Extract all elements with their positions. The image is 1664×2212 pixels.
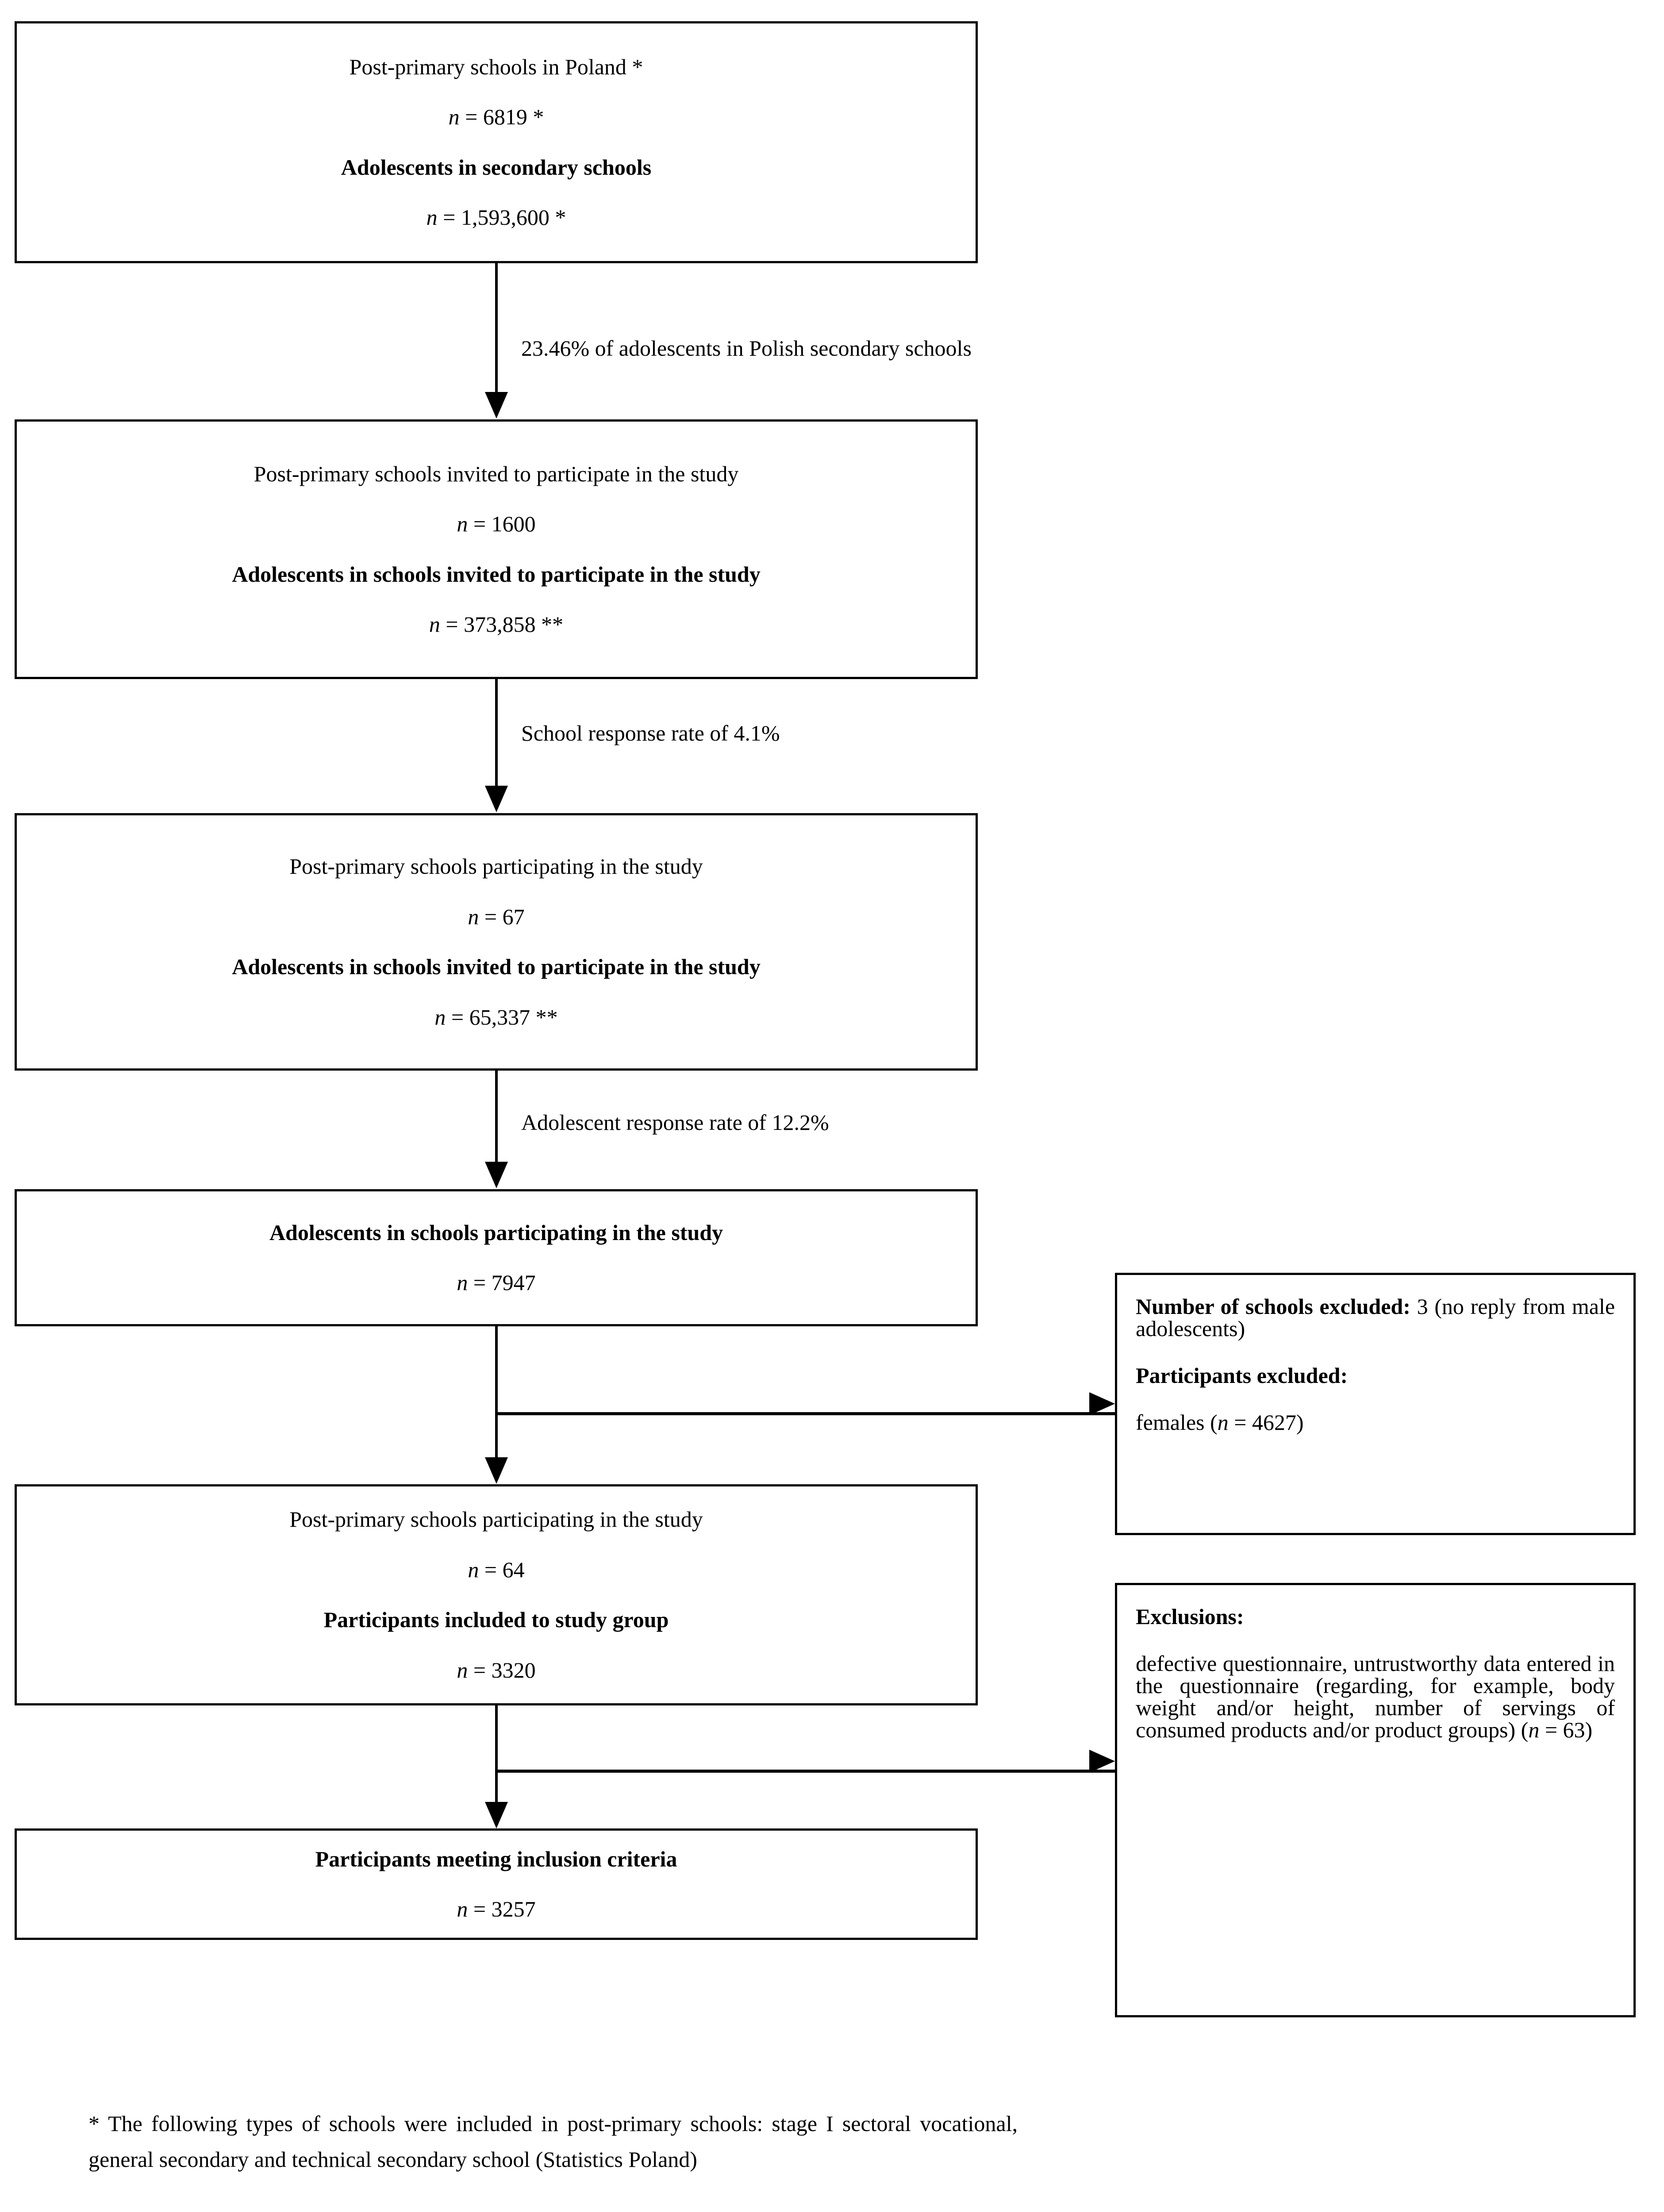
arrow-label-2: School response rate of 4.1% <box>521 721 780 745</box>
flow-box-participants-included: Post-primary schools participating in th… <box>15 1484 978 1705</box>
figure-footnotes: * The following types of schools were in… <box>88 2106 1018 2212</box>
arrowhead-2 <box>485 786 508 812</box>
box1-line-3: Adolescents in secondary schools <box>341 154 652 180</box>
box6-line-2: n = 3257 <box>457 1897 536 1921</box>
flow-box-post-primary-schools-poland: Post-primary schools in Poland * n = 681… <box>15 21 978 263</box>
box5-line-1: Post-primary schools participating in th… <box>289 1507 703 1532</box>
connector-line-4 <box>495 1326 498 1459</box>
box1-line-1: Post-primary schools in Poland * <box>349 54 643 79</box>
box2-line-4: n = 373,858 ** <box>429 612 564 637</box>
box3-line-4: n = 65,337 ** <box>434 1004 558 1029</box>
connector-line-5 <box>495 1705 498 1804</box>
footnote-2: ** calculation based on Statistics Polan… <box>88 2210 1018 2212</box>
side1-paragraph-2: Participants excluded: <box>1136 1363 1348 1388</box>
arrowhead-3 <box>485 1162 508 1188</box>
flow-box-schools-participating: Post-primary schools participating in th… <box>15 813 978 1071</box>
flow-box-adolescents-participating: Adolescents in schools participating in … <box>15 1189 978 1326</box>
box3-line-3: Adolescents in schools invited to partic… <box>232 954 761 979</box>
box1-line-2: n = 6819 * <box>448 104 544 129</box>
box2-line-3: Adolescents in schools invited to partic… <box>232 561 761 587</box>
branch-arrowhead-1 <box>1089 1392 1115 1415</box>
box4-line-1: Adolescents in schools participating in … <box>269 1220 723 1245</box>
box3-line-2: n = 67 <box>468 904 525 929</box>
arrowhead-1 <box>485 392 508 419</box>
box5-line-3: Participants included to study group <box>323 1607 669 1632</box>
box4-line-2: n = 7947 <box>457 1270 536 1295</box>
flow-box-participants-meeting-criteria: Participants meeting inclusion criteria … <box>15 1828 978 1940</box>
connector-line-3 <box>495 1071 498 1164</box>
branch-line-1 <box>495 1412 1117 1415</box>
box1-line-4: n = 1,593,600 * <box>426 205 566 230</box>
arrow-label-3: Adolescent response rate of 12.2% <box>521 1110 829 1135</box>
side1-paragraph-3: females (n = 4627) <box>1136 1410 1304 1435</box>
box3-line-1: Post-primary schools participating in th… <box>289 854 703 879</box>
arrow-label-1: 23.46% of adolescents in Polish secondar… <box>521 336 972 361</box>
exclusion-box-questionnaire: Exclusions: defective questionnaire, unt… <box>1115 1583 1636 2017</box>
box5-line-2: n = 64 <box>468 1557 525 1582</box>
side2-paragraph-2: defective questionnaire, untrustworthy d… <box>1136 1651 1615 1742</box>
side1-paragraph-1: Number of schools excluded: 3 (no reply … <box>1136 1294 1615 1341</box>
connector-line-1 <box>495 263 498 393</box>
exclusion-box-schools-and-females: Number of schools excluded: 3 (no reply … <box>1115 1273 1636 1535</box>
connector-line-2 <box>495 679 498 787</box>
box6-line-1: Participants meeting inclusion criteria <box>315 1846 677 1871</box>
arrowhead-4 <box>485 1457 508 1484</box>
box5-line-4: n = 3320 <box>457 1657 536 1682</box>
flow-box-schools-invited: Post-primary schools invited to particip… <box>15 419 978 679</box>
box2-line-2: n = 1600 <box>457 511 536 536</box>
branch-arrowhead-2 <box>1089 1750 1115 1773</box>
branch-line-2 <box>495 1770 1117 1773</box>
box2-line-1: Post-primary schools invited to particip… <box>254 461 739 486</box>
side2-paragraph-1: Exclusions: <box>1136 1604 1244 1629</box>
footnote-1: * The following types of schools were in… <box>88 2111 1018 2172</box>
arrowhead-5 <box>485 1802 508 1828</box>
